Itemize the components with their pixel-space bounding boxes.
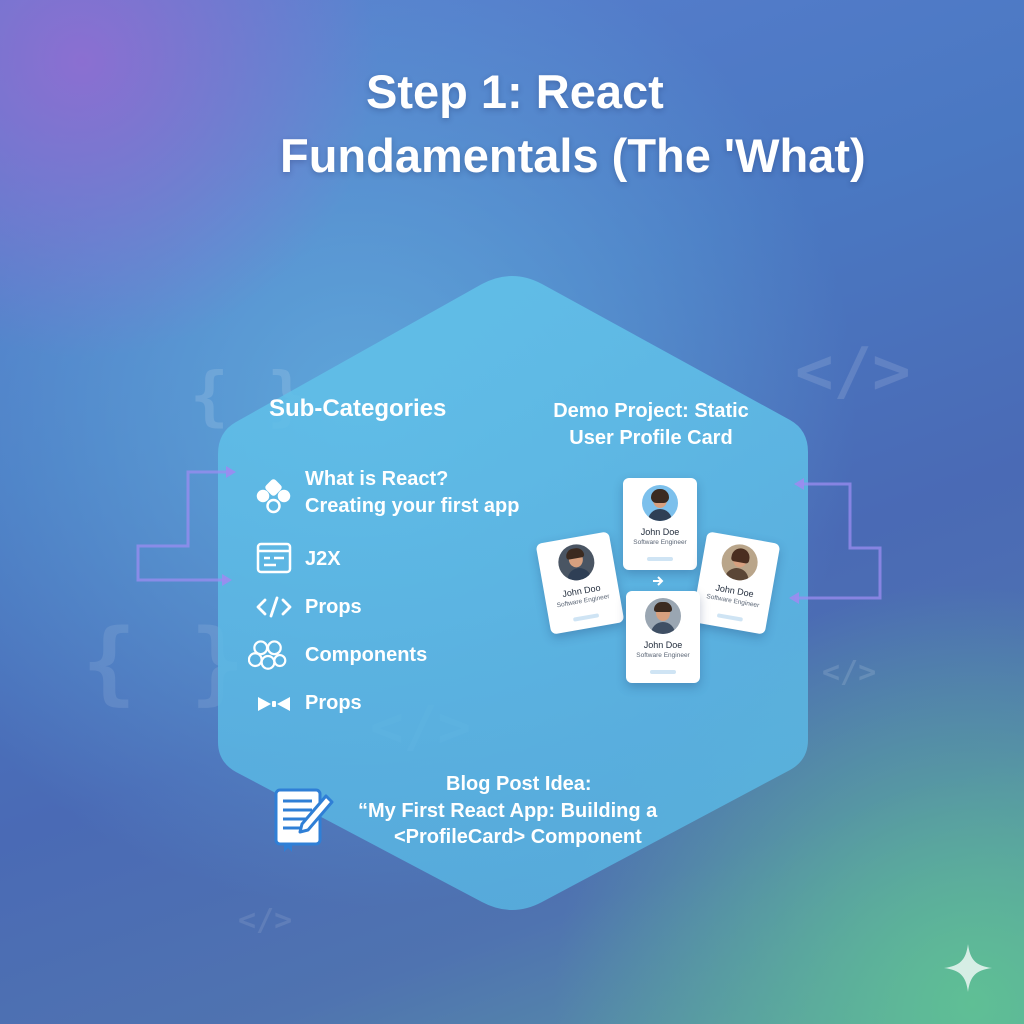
browser-window-icon (256, 542, 292, 574)
demo-project-heading: Demo Project: Static User Profile Card (531, 398, 771, 452)
profile-card-name: John Doe (643, 640, 683, 650)
avatar (718, 541, 761, 584)
sub-category-item-1-line1: What is React? (305, 468, 449, 490)
avatar (642, 485, 678, 521)
title-line-2: Fundamentals (The 'What) (280, 129, 866, 182)
arrow-right-icon (653, 576, 664, 586)
bowtie-icon (258, 697, 290, 711)
sparkle-icon (944, 944, 992, 992)
profile-card-bar (650, 670, 676, 674)
code-tag-icon: </> (238, 903, 293, 938)
blog-post-label: Blog Post Idea: (446, 773, 592, 795)
curly-braces-icon: { } (82, 610, 245, 715)
sub-category-item-1: What is React? Creating your first app (305, 466, 519, 520)
title-line-1: Step 1: React (366, 65, 664, 118)
blog-post-title-line1: “My First React App: Building a (358, 800, 658, 822)
sub-category-item-3: Props (305, 596, 362, 618)
code-tags-icon (256, 596, 292, 618)
avatar (555, 541, 598, 584)
profile-card-top: John Doe Software Engineer (623, 478, 697, 570)
code-tag-icon: </> (795, 335, 911, 409)
demo-project-heading-line2: User Profile Card (569, 427, 733, 449)
sub-categories-heading: Sub-Categories (269, 395, 447, 422)
profile-card-role: Software Engineer (636, 652, 690, 659)
profile-card-bar (572, 613, 600, 622)
profile-card-name: John Doe (640, 527, 680, 537)
notebook-pen-icon (274, 788, 334, 852)
profile-card-bar (716, 613, 744, 622)
blog-post-title-line2: <ProfileCard> Component (394, 826, 642, 848)
profile-card-right: John Doe Software Engineer (691, 531, 781, 635)
sub-category-item-5: Props (305, 692, 362, 714)
avatar (645, 598, 681, 634)
profile-card-bar (647, 557, 673, 561)
components-circles-icon (248, 640, 287, 670)
sub-category-item-2: J2X (305, 548, 341, 570)
profile-card-bottom: John Doe Software Engineer (626, 591, 700, 683)
profile-card-role: Software Engineer (633, 539, 687, 546)
profile-card-left: John Doo Software Engineer (535, 531, 625, 635)
sub-category-item-1-line2: Creating your first app (305, 495, 520, 517)
sub-category-item-4: Components (305, 644, 428, 666)
code-tag-icon: </> (822, 655, 877, 690)
atom-icon (256, 479, 291, 514)
demo-project-heading-line1: Demo Project: Static (553, 400, 749, 422)
